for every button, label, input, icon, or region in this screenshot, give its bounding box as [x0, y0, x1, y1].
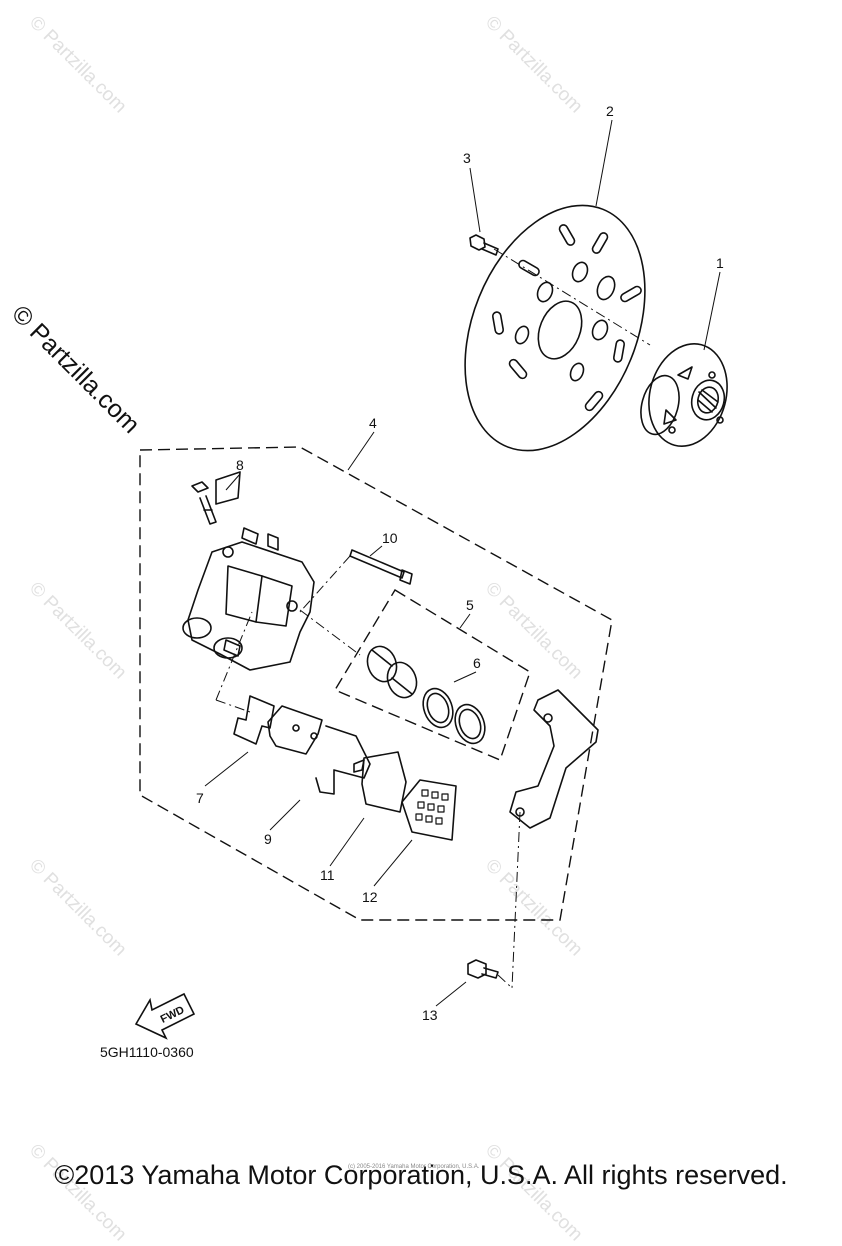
- callout-7: 7: [196, 790, 204, 806]
- callout-5: 5: [466, 597, 474, 613]
- callout-2: 2: [606, 103, 614, 119]
- callout-6: 6: [473, 655, 481, 671]
- pad-spring: [233, 695, 275, 745]
- brake-pad-1: [353, 751, 407, 813]
- callout-1: 1: [716, 255, 724, 271]
- slide-pin: [349, 549, 413, 585]
- callout-11: 11: [320, 867, 335, 883]
- wheel-hub: [640, 343, 728, 447]
- bleed-screw: [191, 471, 241, 525]
- callout-4: 4: [369, 415, 377, 431]
- bracket-bolt: [467, 959, 499, 979]
- callout-13: 13: [422, 1007, 438, 1023]
- brake-pad-2: [401, 779, 457, 841]
- piston-seals: [422, 687, 486, 745]
- brake-disc: [464, 204, 646, 452]
- callout-10: 10: [382, 530, 398, 546]
- callout-3: 3: [463, 150, 471, 166]
- pad-support: [267, 705, 371, 795]
- caliper-body: [182, 527, 315, 671]
- small-copyright: (c) 2005-2016 Yamaha Motor Corporation, …: [348, 1164, 480, 1170]
- diagram-code: 5GH1110-0360: [100, 1044, 194, 1060]
- callout-8: 8: [236, 457, 244, 473]
- fwd-arrow-icon: FWD: [134, 992, 196, 1040]
- caliper-assembly-outline: [139, 446, 613, 921]
- caliper-piston: [366, 645, 418, 699]
- exploded-parts-diagram: 1 2 3 4 5 6 7 8 9 10 11 12 13 FWD: [134, 103, 728, 1040]
- copyright-footer: ©2013 Yamaha Motor Corporation, U.S.A. A…: [54, 1160, 788, 1190]
- disc-bolt: [469, 234, 499, 256]
- callout-9: 9: [264, 831, 272, 847]
- caliper-bracket: [509, 689, 599, 829]
- piston-kit-outline: [333, 589, 531, 761]
- callout-12: 12: [362, 889, 378, 905]
